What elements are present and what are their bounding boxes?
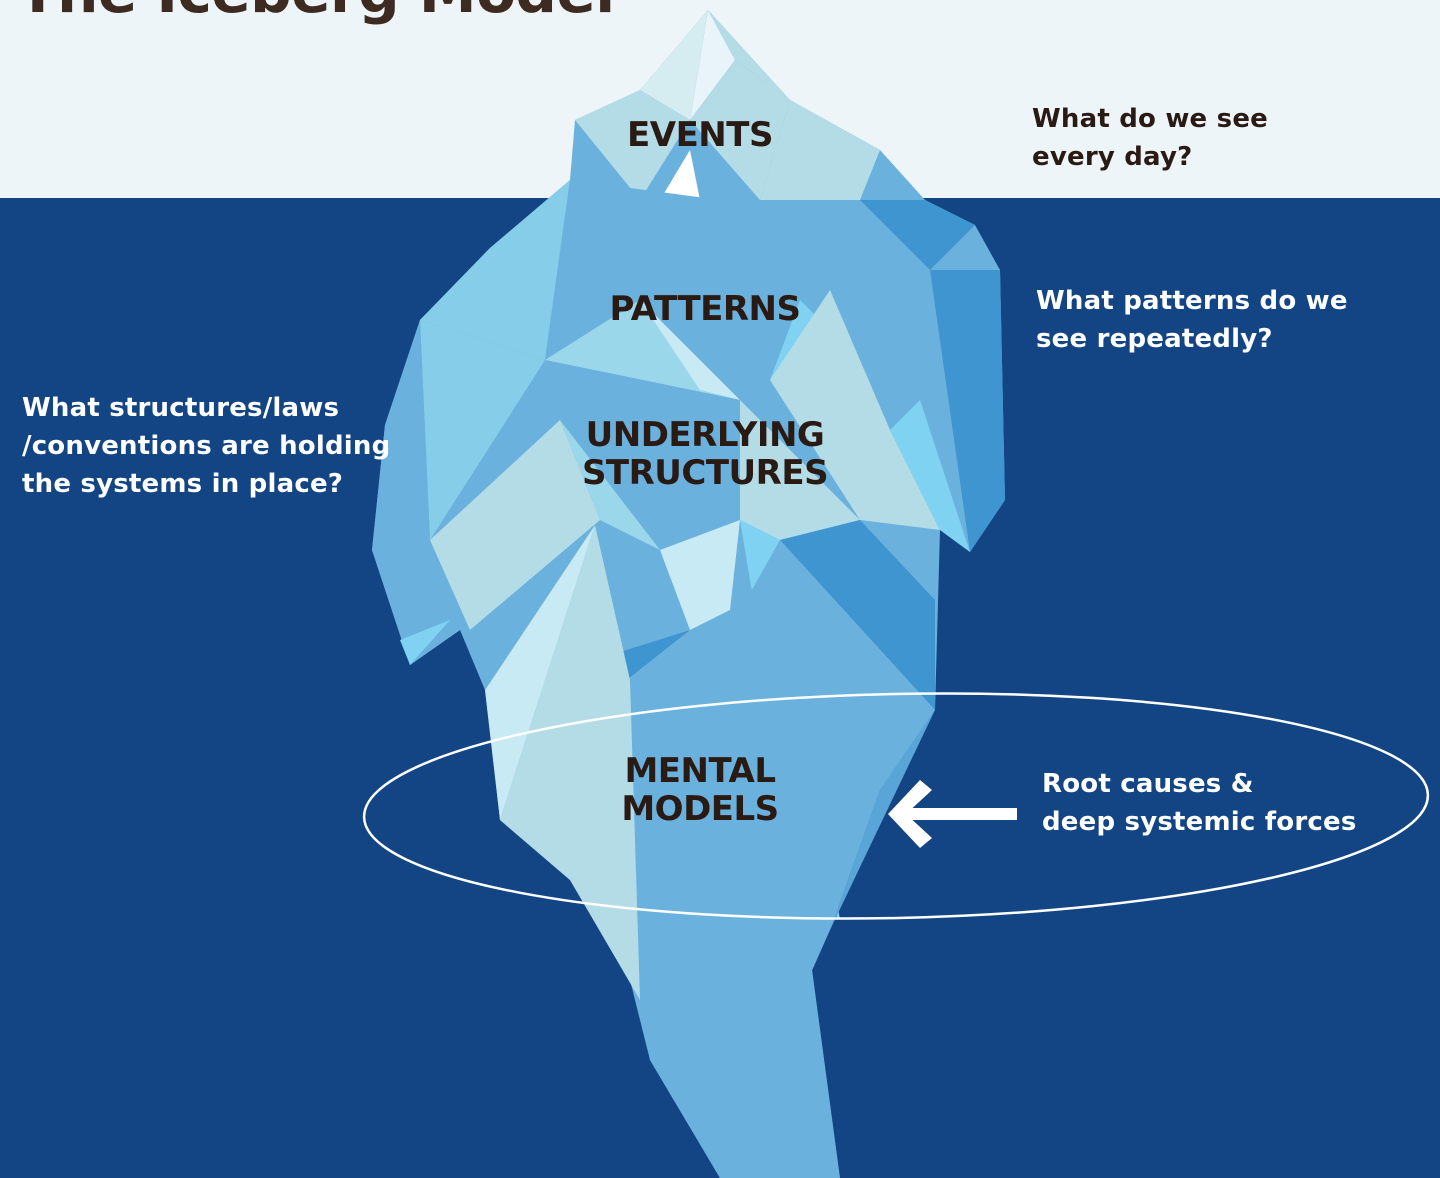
layer-label-line: UNDERLYING bbox=[585, 415, 825, 455]
question-mental-models: Root causes & deep systemic forces bbox=[1042, 765, 1357, 841]
question-structures: What structures/laws /conventions are ho… bbox=[22, 389, 390, 503]
question-line: What patterns do we bbox=[1036, 286, 1348, 316]
question-line: /conventions are holding bbox=[22, 431, 391, 461]
page-title: The Iceberg Model bbox=[18, 0, 615, 26]
question-line: What structures/laws bbox=[22, 393, 340, 423]
layer-label-underlying-structures: UNDERLYING STRUCTURES bbox=[545, 416, 865, 492]
question-events: What do we see every day? bbox=[1032, 100, 1268, 176]
question-line: Root causes & bbox=[1042, 769, 1254, 799]
question-line: the systems in place? bbox=[22, 469, 344, 499]
arrow-left-icon bbox=[888, 780, 1017, 848]
question-patterns: What patterns do we see repeatedly? bbox=[1036, 282, 1348, 358]
layer-label-line: MENTAL bbox=[624, 751, 776, 791]
root-cause-ellipse bbox=[362, 692, 1430, 920]
question-line: see repeatedly? bbox=[1036, 324, 1273, 354]
layer-label-events: EVENTS bbox=[627, 115, 773, 155]
layer-label-line: STRUCTURES bbox=[581, 453, 829, 493]
layer-label-mental-models: MENTAL MODELS bbox=[540, 752, 860, 828]
question-line: deep systemic forces bbox=[1042, 807, 1357, 837]
question-line: every day? bbox=[1032, 142, 1193, 172]
layer-label-patterns: PATTERNS bbox=[609, 289, 802, 329]
question-line: What do we see bbox=[1032, 104, 1268, 134]
layer-label-line: MODELS bbox=[621, 789, 779, 829]
